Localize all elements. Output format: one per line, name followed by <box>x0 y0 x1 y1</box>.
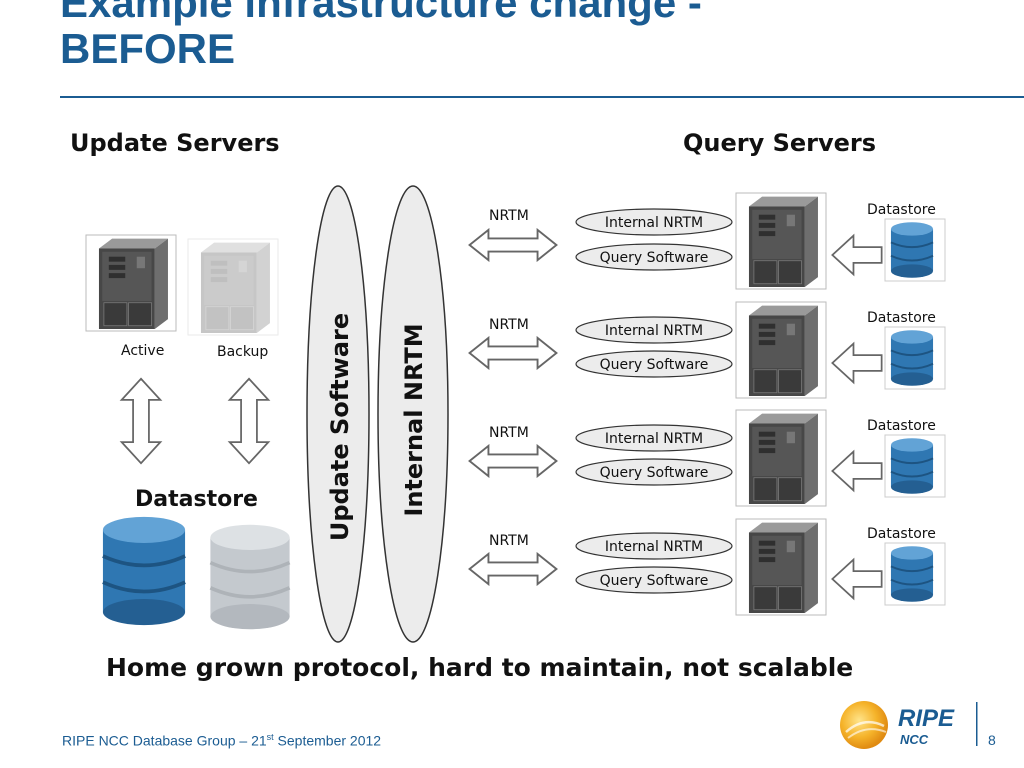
internal-nrtm-pill-3: Internal NRTM <box>605 431 703 447</box>
internal-nrtm-label: Internal NRTM <box>400 323 428 516</box>
backup-server <box>187 238 279 336</box>
datastore-arrow-icon-2 <box>831 342 883 384</box>
active-sync-arrow-icon <box>120 377 162 465</box>
internal-nrtm-pill-4: Internal NRTM <box>605 539 703 555</box>
query-row-1: NRTM Internal NRTM Query Software Datast… <box>468 192 946 290</box>
datastore-label-4: Datastore <box>867 526 936 542</box>
title-divider <box>60 96 1024 98</box>
datastore-arrow-icon-3 <box>831 450 883 492</box>
query-datastore-icon-4 <box>890 545 934 603</box>
ripe-ncc-logo: RIPE NCC <box>840 701 978 749</box>
slide-title-line2: BEFORE <box>60 25 236 72</box>
query-server-icon-2 <box>748 305 819 396</box>
active-server <box>85 234 177 332</box>
backup-label: Backup <box>217 344 268 360</box>
query-software-pill-4: Query Software <box>600 573 709 589</box>
query-servers-heading: Query Servers <box>683 129 876 157</box>
nrtm-arrow-icon-1 <box>468 228 558 262</box>
nrtm-label-3: NRTM <box>489 425 529 441</box>
query-datastore-icon-1 <box>890 221 934 279</box>
footer-suffix: September 2012 <box>273 732 382 749</box>
logo-ripe-text: RIPE <box>898 705 955 732</box>
query-datastore-icon-2 <box>890 329 934 387</box>
query-datastore-icon-3 <box>890 437 934 495</box>
datastore-label: Datastore <box>135 487 258 512</box>
query-software-pill-1: Query Software <box>600 250 709 266</box>
query-row-4: NRTM Internal NRTM Query Software Datast… <box>468 518 946 616</box>
slide-title: Example infrastructure change - BEFORE <box>60 0 1000 72</box>
footer-text: RIPE NCC Database Group – 21st September… <box>62 732 381 749</box>
datastore-arrow-icon-4 <box>831 558 883 600</box>
backup-sync-arrow-icon <box>228 377 270 465</box>
active-label: Active <box>121 343 164 359</box>
query-server-icon-3 <box>748 413 819 504</box>
datastore-label-1: Datastore <box>867 202 936 218</box>
update-software-ellipse: Update Software <box>306 185 370 643</box>
backup-datastore-icon <box>208 523 292 631</box>
page-number: 8 <box>988 732 996 748</box>
query-row-3: NRTM Internal NRTM Query Software Datast… <box>468 409 946 507</box>
query-server-icon-1 <box>748 196 819 287</box>
footer-prefix: RIPE NCC Database Group – 21 <box>62 732 267 749</box>
nrtm-label-2: NRTM <box>489 317 529 333</box>
nrtm-label-4: NRTM <box>489 533 529 549</box>
slide-title-line1: Example infrastructure change - <box>60 0 702 26</box>
query-software-pill-3: Query Software <box>600 465 709 481</box>
update-software-label: Update Software <box>326 313 354 541</box>
query-row-2: NRTM Internal NRTM Query Software Datast… <box>468 301 946 399</box>
nrtm-arrow-icon-3 <box>468 444 558 478</box>
footer-sup: st <box>266 732 274 742</box>
internal-nrtm-pill-1: Internal NRTM <box>605 215 703 231</box>
sun-icon <box>840 701 888 749</box>
nrtm-label-1: NRTM <box>489 208 529 224</box>
datastore-label-3: Datastore <box>867 418 936 434</box>
active-datastore-icon <box>101 515 187 627</box>
query-software-pill-2: Query Software <box>600 357 709 373</box>
internal-nrtm-ellipse: Internal NRTM <box>377 185 449 643</box>
update-servers-heading: Update Servers <box>70 129 280 157</box>
datastore-label-2: Datastore <box>867 310 936 326</box>
logo-ncc-text: NCC <box>900 732 929 747</box>
nrtm-arrow-icon-4 <box>468 552 558 586</box>
diagram-caption: Home grown protocol, hard to maintain, n… <box>106 653 853 682</box>
internal-nrtm-pill-2: Internal NRTM <box>605 323 703 339</box>
query-server-icon-4 <box>748 522 819 613</box>
nrtm-arrow-icon-2 <box>468 336 558 370</box>
datastore-arrow-icon-1 <box>831 234 883 276</box>
infrastructure-diagram: Update Servers Query Servers Active Back… <box>70 129 946 682</box>
